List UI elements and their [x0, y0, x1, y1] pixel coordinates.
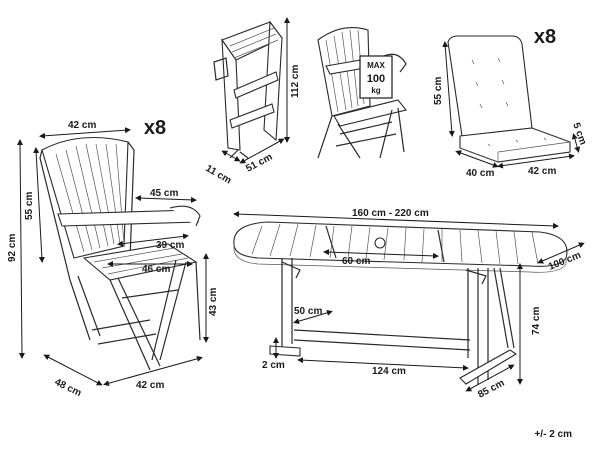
cushion-width-label: 42 cm: [528, 166, 556, 177]
badge-unit-label: kg: [371, 86, 380, 95]
chair-depth-label: 48 cm: [53, 377, 83, 399]
max-load-badge: MAX 100 kg: [359, 55, 393, 99]
badge-max-label: MAX: [367, 61, 385, 70]
chair-back-height-label: 55 cm: [24, 192, 35, 220]
chair-seat-width-label: 39 cm: [156, 240, 184, 251]
cushion-drawing: [447, 35, 571, 163]
folded-thickness-label: 11 cm: [204, 163, 234, 186]
folded-chair-drawing: [213, 20, 283, 159]
folded-height-label: 112 cm: [290, 65, 301, 98]
folded-width-label: 51 cm: [244, 152, 274, 175]
table-extension-label: 60 cm: [342, 256, 370, 267]
chair-quantity: x8: [144, 117, 166, 139]
chair-drawing: [39, 136, 201, 371]
cushion-back-height-label: 55 cm: [433, 77, 444, 105]
table-length-label: 160 cm - 220 cm: [352, 208, 429, 219]
chair-load-drawing: [317, 27, 407, 159]
chair-back-width-label: 42 cm: [68, 120, 96, 131]
chair-seat-depth-label: 46 cm: [142, 264, 170, 275]
chair-width-label: 42 cm: [136, 380, 164, 391]
cushion-depth-label: 40 cm: [466, 168, 494, 179]
chair-arm-length-label: 45 cm: [150, 188, 178, 199]
table-leg-depth-label: 85 cm: [476, 378, 506, 401]
chair-seat-height-label: 43 cm: [208, 288, 219, 316]
chair-total-height-label: 92 cm: [7, 234, 18, 262]
table-leg-clearance-label: 50 cm: [294, 306, 322, 317]
badge-weight-value: 100: [367, 73, 385, 85]
tolerance-note: +/- 2 cm: [534, 429, 572, 440]
table-beam-length-label: 124 cm: [372, 366, 406, 377]
cushion-thickness-label: 5 cm: [570, 121, 588, 146]
table-height-label: 74 cm: [531, 307, 542, 335]
table-leg-thickness-label: 2 cm: [262, 360, 285, 371]
cushion-quantity: x8: [534, 26, 556, 48]
